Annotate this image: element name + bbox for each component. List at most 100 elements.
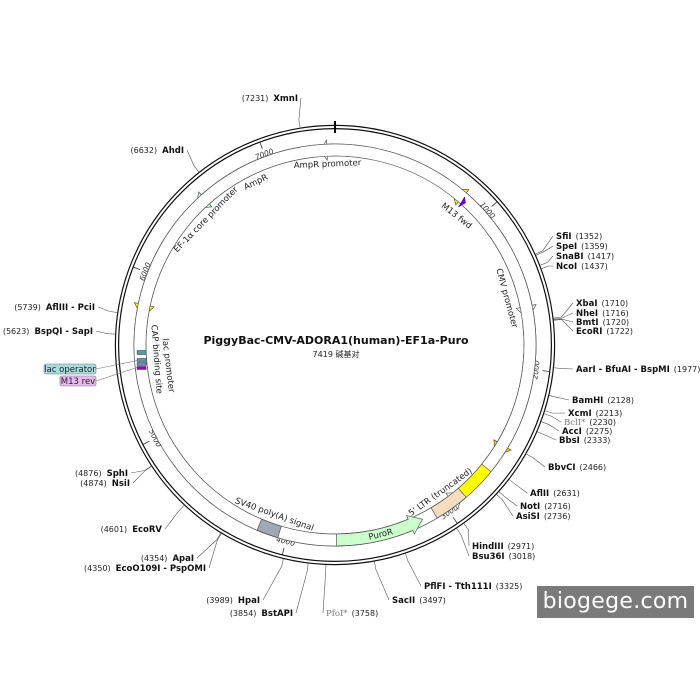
site-label-snabi: SnaBI(1417) — [556, 252, 614, 262]
site-pos-bsu36i: (3018) — [509, 552, 536, 561]
site-ecoo109i-pspomi: (4350) EcoO109I - PspOMI — [84, 533, 222, 574]
site-pos-sfii: (1352) — [576, 232, 603, 241]
site-label-noti: NotI(2716) — [520, 502, 571, 512]
site-label-bmti: BmtI (1720) — [576, 318, 629, 328]
site-pos-ecorv: (4601) — [101, 525, 128, 534]
site-pos-ncoi: (1437) — [581, 262, 608, 271]
feature-label-cap-binding-site: CAP binding site — [148, 324, 163, 394]
site-name-apai: ApaI — [172, 554, 194, 564]
site-name-afliii-pcii: AflIII - PciI — [46, 303, 95, 313]
site-pflfi-tth111i: PflFI - Tth111I(3325) — [405, 553, 522, 592]
site-leader-aflii — [508, 479, 528, 494]
site-ecori: EcoRI(1722) — [553, 319, 633, 337]
site-leader-bsu36i — [456, 528, 470, 557]
site-pos-bstapi: (3854) — [230, 609, 257, 618]
site-pos-hpai: (3989) — [206, 596, 233, 605]
feature-lac-operator-mark — [136, 358, 147, 362]
site-leader-pfoi — [322, 564, 327, 614]
site-hpai: (3989)HpaI — [206, 558, 284, 606]
site-name-sacii: SacII — [392, 596, 415, 606]
site-bspqi-sapi: (5623)BspQI - SapI — [3, 327, 116, 337]
site-label-acci: AccI(2275) — [562, 427, 612, 437]
site-label-asisi: AsiSI(2736) — [516, 512, 570, 522]
site-leader-ahdi — [186, 149, 200, 173]
site-sphi: (4876)SphI — [75, 465, 152, 479]
site-leader-bbsi — [537, 431, 557, 441]
site-leader-xbai — [553, 302, 574, 319]
site-label-ecori: EcoRI(1722) — [576, 327, 633, 337]
site-name-bamhi: BamHI — [572, 396, 603, 406]
site-pos-noti: (2716) — [544, 502, 571, 511]
site-pos-ahdi: (6632) — [131, 146, 158, 155]
site-name-ecoo109i-pspomi: EcoO109I - PspOMI — [116, 564, 206, 574]
feature-cap-binding-site-mark — [136, 350, 147, 355]
site-label-afliii-pcii: (5739) AflIII - PciI — [14, 303, 95, 313]
site-label-sacii: SacII(3497) — [392, 596, 446, 606]
site-name-bcli: BclI* — [564, 418, 586, 428]
site-name-bbsi: BbsI — [559, 436, 580, 446]
site-afliii-pcii: (5739) AflIII - PciI — [14, 303, 118, 313]
site-name-bmti: BmtI — [576, 318, 599, 328]
site-bamhi: BamHI (2128) — [549, 395, 634, 406]
feature-ltr-truncated — [430, 487, 467, 519]
site-name-ncoi: NcoI — [556, 262, 577, 272]
site-name-nhei: NheI — [576, 309, 598, 319]
site-leader-ncoi — [541, 265, 554, 270]
site-pos-nsii: (4874) — [80, 479, 107, 488]
site-leader-hpai — [262, 558, 284, 601]
feature-leader-lac-operator — [95, 360, 138, 370]
site-label-hpai: (3989)HpaI — [206, 596, 260, 606]
site-name-sphi: SphI — [107, 469, 128, 479]
feature-m13-rev-mark — [136, 366, 147, 370]
site-leader-bamhi — [549, 395, 570, 401]
site-name-ahdi: AhdI — [162, 146, 184, 156]
site-label-bbvci: BbvCI (2466) — [548, 463, 606, 473]
site-name-aflii: AflII — [530, 489, 549, 499]
site-label-bcli: BclI*(2230) — [564, 418, 616, 428]
site-name-pflfi-tth111i: PflFI - Tth111I — [424, 582, 492, 592]
tick-mark-6000 — [133, 266, 141, 270]
site-label-spei: SpeI(1359) — [556, 242, 608, 252]
site-pos-xcmi: (2213) — [596, 409, 623, 418]
site-name-bbvci: BbvCI — [548, 463, 576, 473]
site-pos-snabi: (1417) — [588, 252, 615, 261]
site-pos-bmti: (1720) — [603, 318, 630, 327]
site-label-xmni: (7231)XmnI — [242, 94, 298, 104]
site-label-sphi: (4876)SphI — [75, 469, 128, 479]
site-leader-apai — [196, 532, 222, 559]
tick-mark-3000 — [452, 517, 458, 524]
site-ecorv: (4601)EcoRV — [101, 505, 185, 535]
site-apai: (4354)ApaI — [141, 532, 222, 564]
site-leader-sfii — [535, 235, 554, 255]
site-leader-xcmi — [544, 410, 566, 414]
site-pfoi: PfoI*(3758) — [322, 564, 378, 619]
site-nsii: (4874) NsiI — [80, 466, 152, 489]
site-label-nhei: NheI (1716) — [576, 309, 629, 319]
site-name-sfii: SfiI — [556, 232, 572, 242]
feature-lac-promoter-mark — [136, 362, 147, 366]
feature-puror — [336, 515, 424, 547]
site-pos-ecori: (1722) — [606, 327, 633, 336]
site-leader-bstapi — [295, 563, 309, 614]
site-name-bstapi: BstAPI — [261, 609, 293, 619]
site-name-nsii: NsiI — [112, 479, 130, 489]
feature-label-m13-rev: M13 rev — [61, 377, 95, 387]
site-name-asisi: AsiSI — [516, 512, 540, 522]
restriction-site-layer: (7231)XmnI (6632) AhdI SfiI (1352)SpeI(1359)… — [3, 94, 700, 619]
site-aflii: AflII(2631) — [508, 479, 580, 499]
site-leader-bcli — [543, 413, 562, 423]
feature-m13-fwd-arrow — [457, 196, 466, 208]
site-pos-hindiii: (2971) — [508, 542, 535, 551]
site-leader-afliii-pcii — [97, 306, 118, 313]
feature-ef1a-core-promoter — [133, 143, 537, 547]
site-label-aflii: AflII(2631) — [530, 489, 580, 499]
site-bcli: BclI*(2230) — [543, 413, 616, 428]
site-pos-afliii-pcii: (5739) — [14, 303, 41, 312]
site-aari-bfuai-bspmi: AarI - BfuAI - BspMI(1977) — [553, 365, 700, 375]
site-pos-bbvci: (2466) — [580, 463, 607, 472]
site-pos-bamhi: (2128) — [607, 396, 634, 405]
site-acci: AccI(2275) — [541, 421, 612, 437]
site-pos-spei: (1359) — [581, 242, 608, 251]
site-pos-nhei: (1716) — [602, 309, 629, 318]
site-pos-ecoo109i-pspomi: (4350) — [84, 564, 111, 573]
